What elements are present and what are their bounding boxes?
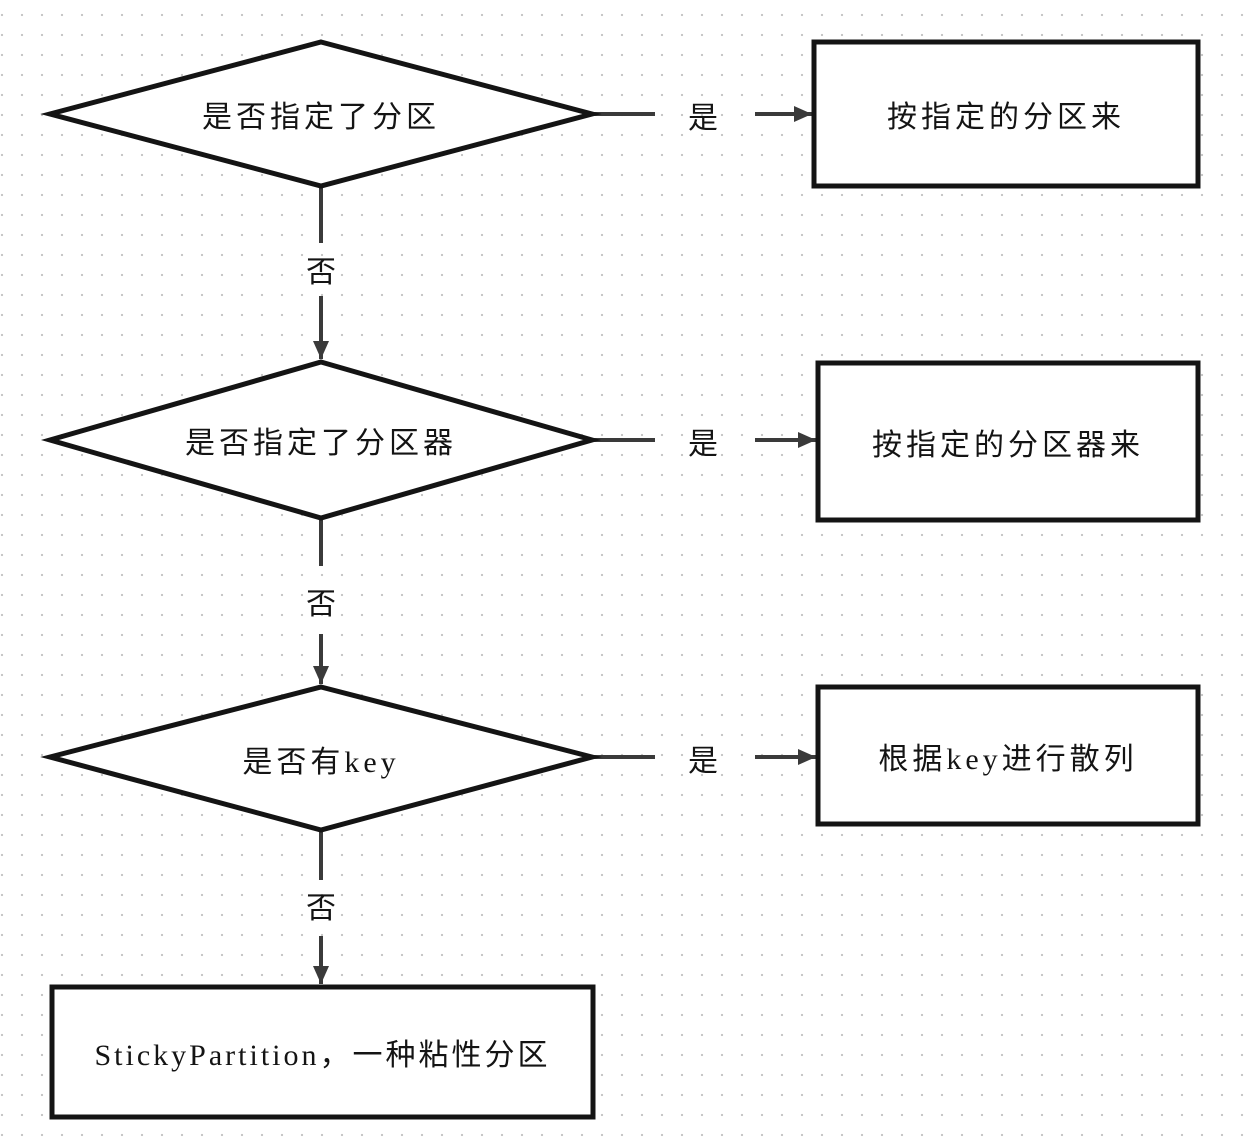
- decision-2-label: 是否指定了分区器: [185, 427, 457, 460]
- result-2-label: 按指定的分区器来: [872, 428, 1144, 462]
- no-edge-2-label: 否: [306, 588, 336, 621]
- result-2-box: [815, 360, 1201, 523]
- result-3-box: [815, 684, 1201, 827]
- no-edge-1-label: 否: [306, 256, 336, 289]
- no-edge-3-label: 否: [306, 892, 336, 925]
- result-4-box: [49, 984, 596, 1120]
- decision-3-label: 是否有key: [242, 745, 400, 779]
- result-1-label: 按指定的分区来: [887, 101, 1125, 134]
- result-1-box: [811, 39, 1201, 189]
- result-4-label: StickyPartition，一种粘性分区: [94, 1039, 551, 1072]
- result-3-label: 根据key进行散列: [878, 742, 1138, 776]
- yes-edge-2-label: 是: [688, 428, 718, 461]
- yes-edge-1-label: 是: [688, 102, 718, 135]
- decision-2-diamond: [40, 359, 602, 521]
- decision-3-diamond: [40, 684, 602, 833]
- yes-edge-3-label: 是: [688, 745, 718, 778]
- decision-1-label: 是否指定了分区: [202, 101, 440, 134]
- decision-1-diamond: [40, 39, 602, 189]
